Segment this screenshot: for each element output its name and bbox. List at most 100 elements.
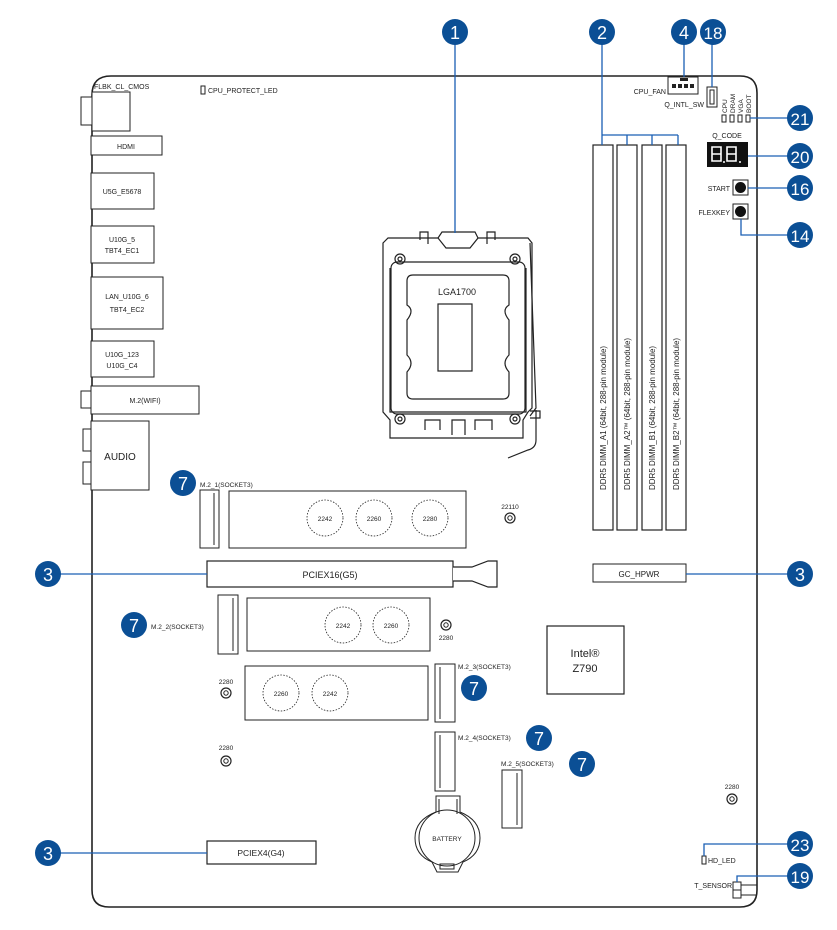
t-sensor-connector bbox=[732, 881, 757, 899]
callout-7-m2-4: 7 bbox=[526, 725, 552, 751]
start-label: START bbox=[708, 186, 731, 193]
svg-text:14: 14 bbox=[791, 227, 810, 246]
cpu-protect-led bbox=[200, 85, 206, 95]
m2-5-slot bbox=[501, 769, 523, 829]
audio-port: AUDIO bbox=[82, 420, 150, 491]
m2-3-slot bbox=[434, 663, 456, 723]
callout-line-t-sensor bbox=[736, 875, 800, 882]
m2-4-standoff-label: 2280 bbox=[219, 745, 234, 752]
lan-label-1: LAN_U10G_6 bbox=[105, 294, 149, 301]
dimm-slot-b2: DDR5 DIMM_B2™ (64bit, 288-pin module) bbox=[665, 144, 687, 531]
m2-3-label: M.2_3(SOCKET3) bbox=[458, 664, 511, 671]
usb-u10g-123-port: U10G_123 U10G_C4 bbox=[90, 340, 155, 378]
svg-text:20: 20 bbox=[791, 148, 810, 167]
q-led-vga-label: VGA bbox=[738, 99, 745, 113]
callout-7-m2-3: 7 bbox=[461, 675, 487, 701]
svg-text:3: 3 bbox=[43, 844, 53, 864]
usb-u5g-port: U5G_E5678 bbox=[90, 172, 155, 210]
start-button bbox=[732, 179, 749, 196]
m2-2-size-2242: 2242 bbox=[336, 623, 351, 630]
m2-4-label: M.2_4(SOCKET3) bbox=[458, 735, 511, 742]
callout-7-m2-2: 7 bbox=[121, 612, 147, 638]
dimm-slot-a2: DDR5 DIMM_A2™ (64bit, 288-pin module) bbox=[616, 144, 638, 531]
q-led-dram bbox=[729, 114, 735, 123]
chipset-model: Z790 bbox=[572, 663, 597, 675]
usb-u10g-123-label-2: U10G_C4 bbox=[106, 363, 137, 370]
m2-3-size-2242: 2242 bbox=[323, 691, 338, 698]
dimm-b1-label: DDR5 DIMM_B1 (64bit, 288-pin module) bbox=[648, 346, 657, 490]
dimm-b2-label: DDR5 DIMM_B2™ (64bit, 288-pin module) bbox=[672, 338, 681, 490]
dimm-slot-a1: DDR5 DIMM_A1 (64bit, 288-pin module) bbox=[592, 144, 614, 531]
callout-7-m2-1: 7 bbox=[170, 470, 196, 496]
audio-label: AUDIO bbox=[104, 452, 136, 463]
callout-lines bbox=[55, 34, 800, 882]
m2-1-label: M.2_1(SOCKET3) bbox=[200, 482, 253, 489]
hdmi-port: HDMI bbox=[90, 135, 163, 156]
q-led-dram-label: DRAM bbox=[730, 94, 737, 113]
svg-text:3: 3 bbox=[795, 565, 805, 585]
svg-text:4: 4 bbox=[679, 23, 689, 43]
m2-3-size-2260: 2260 bbox=[274, 691, 289, 698]
m2-3-standoff-label: 2280 bbox=[219, 679, 234, 686]
q-led-group: CPU DRAM VGA BOOT bbox=[721, 94, 753, 123]
t-sensor-label: T_SENSOR bbox=[694, 883, 732, 890]
svg-text:21: 21 bbox=[791, 110, 810, 129]
cpu-protect-led-label: CPU_PROTECT_LED bbox=[208, 88, 278, 95]
callout-line-dimm bbox=[601, 34, 679, 145]
callout-3-pciex16: 3 bbox=[35, 561, 61, 587]
m2-2-label: M.2_2(SOCKET3) bbox=[151, 624, 204, 631]
m2-2-standoff bbox=[440, 619, 452, 631]
callout-14: 14 bbox=[787, 222, 813, 248]
svg-text:23: 23 bbox=[791, 836, 810, 855]
m2-4-standoff bbox=[220, 755, 232, 767]
q-intl-sw bbox=[706, 86, 718, 108]
svg-text:19: 19 bbox=[791, 868, 810, 887]
m2-2-standoff-label: 2280 bbox=[439, 635, 454, 642]
q-led-vga bbox=[737, 114, 743, 123]
svg-text:7: 7 bbox=[129, 616, 139, 636]
m2-5-label: M.2_5(SOCKET3) bbox=[501, 761, 554, 768]
gc-hpwr-connector: GC_HPWR bbox=[592, 563, 687, 583]
usb-u5g-label: U5G_E5678 bbox=[103, 189, 142, 196]
battery bbox=[414, 795, 481, 873]
usb-tbt4-ec1-label-2: TBT4_EC1 bbox=[105, 248, 140, 255]
pciex16-slot: PCIEX16(G5) bbox=[206, 560, 498, 588]
svg-text:16: 16 bbox=[791, 180, 810, 199]
dimm-a2-label: DDR5 DIMM_A2™ (64bit, 288-pin module) bbox=[623, 338, 632, 490]
m2-1-standoff bbox=[504, 512, 516, 524]
cpu-fan-header bbox=[667, 76, 699, 95]
callout-2: 2 bbox=[589, 19, 615, 45]
svg-text:7: 7 bbox=[534, 729, 544, 749]
flexkey-label: FLEXKEY bbox=[698, 210, 730, 217]
callout-line-hd-led bbox=[703, 843, 800, 856]
chipset: Intel® Z790 bbox=[546, 625, 625, 695]
cpu-socket bbox=[382, 231, 541, 459]
callout-1: 1 bbox=[442, 19, 468, 45]
pciex4-slot: PCIEX4(G4) bbox=[206, 840, 317, 865]
right-standoff bbox=[726, 793, 738, 805]
callout-3-pciex4: 3 bbox=[35, 840, 61, 866]
m2-1-size-2242: 2242 bbox=[318, 516, 333, 523]
m2-3-standoff bbox=[220, 687, 232, 699]
svg-text:3: 3 bbox=[43, 565, 53, 585]
svg-text:18: 18 bbox=[704, 24, 723, 43]
battery-label: BATTERY bbox=[432, 836, 462, 843]
m2-2-size-2260: 2260 bbox=[384, 623, 399, 630]
usb-tbt4-ec1-port: U10G_5 TBT4_EC1 bbox=[90, 225, 155, 264]
callout-20: 20 bbox=[787, 143, 813, 169]
svg-text:7: 7 bbox=[469, 679, 479, 699]
callout-16: 16 bbox=[787, 175, 813, 201]
callout-18: 18 bbox=[700, 19, 726, 45]
wifi-port: M.2(WIFI) bbox=[80, 385, 200, 415]
callout-4: 4 bbox=[671, 19, 697, 45]
svg-text:2: 2 bbox=[597, 23, 607, 43]
q-code-display bbox=[707, 142, 748, 167]
pciex16-label: PCIEX16(G5) bbox=[302, 570, 357, 580]
dimm-a1-label: DDR5 DIMM_A1 (64bit, 288-pin module) bbox=[599, 346, 608, 490]
svg-text:7: 7 bbox=[178, 474, 188, 494]
hdmi-label: HDMI bbox=[117, 144, 135, 151]
chipset-brand: Intel® bbox=[571, 648, 600, 660]
hd-led-label: HD_LED bbox=[708, 858, 736, 865]
m2-1-size-2260: 2260 bbox=[367, 516, 382, 523]
